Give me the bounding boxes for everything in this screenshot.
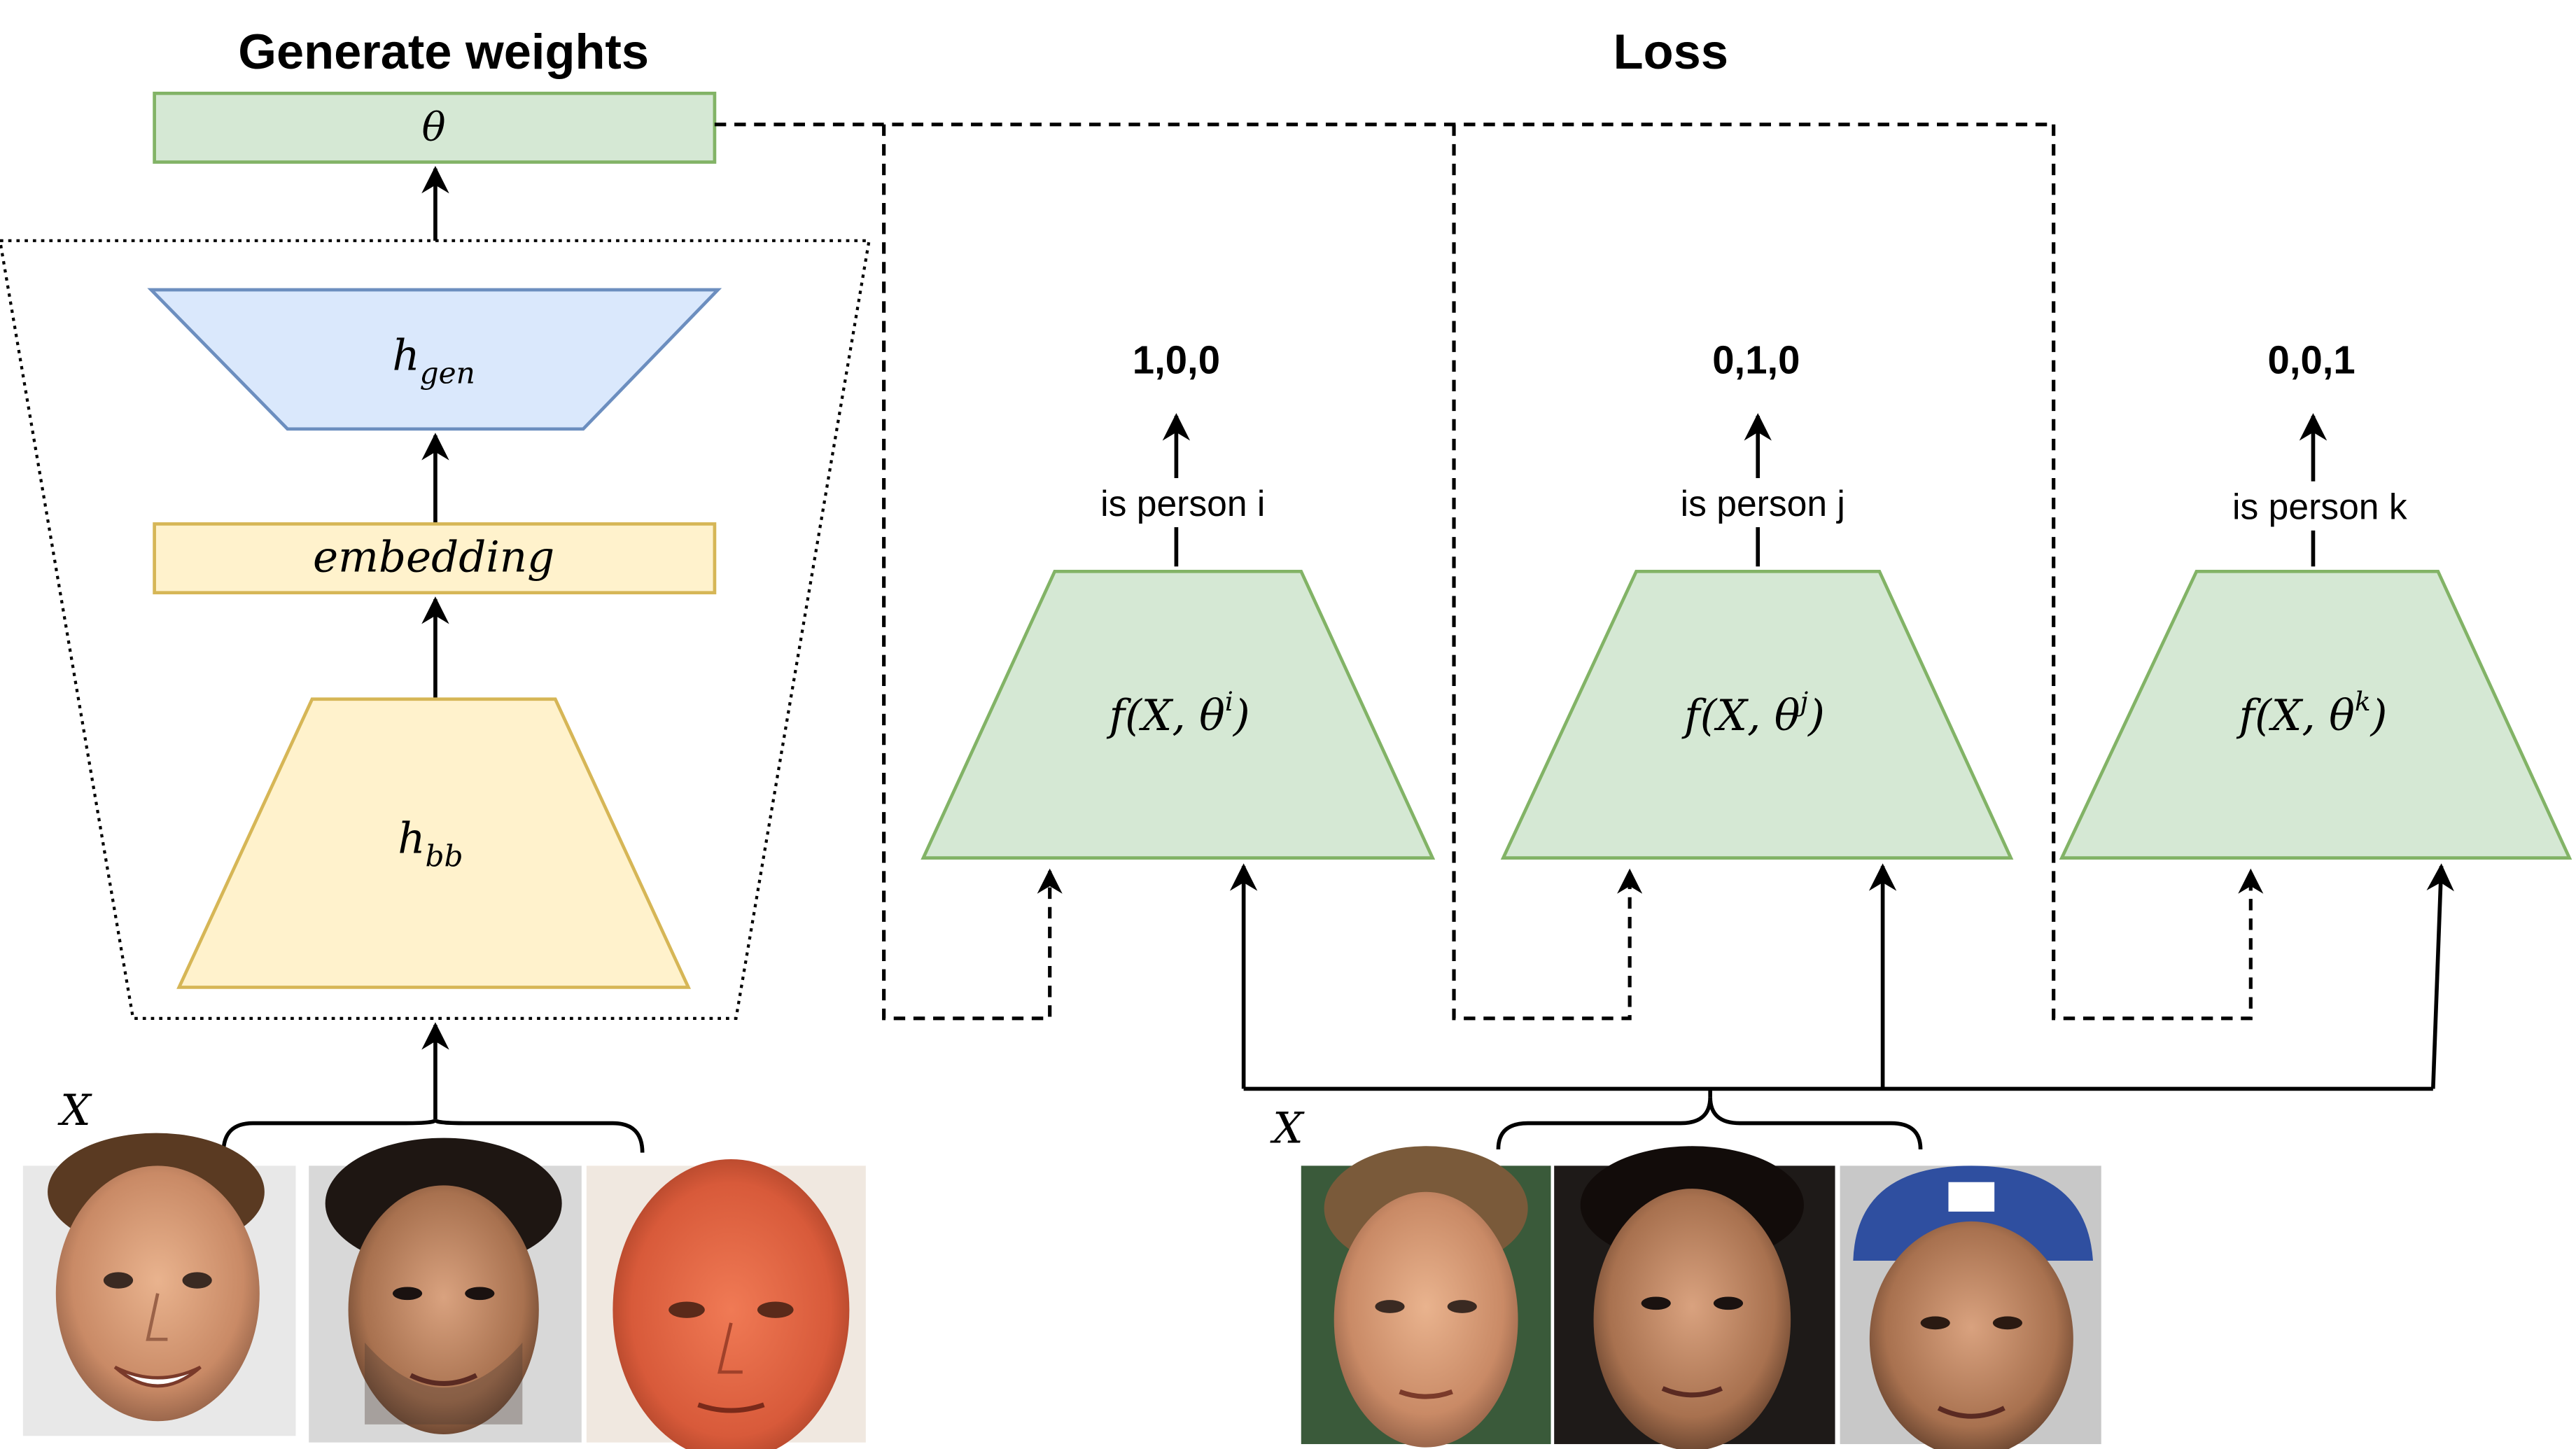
classifier-3-superscript: k (2355, 686, 2371, 717)
face-photo-5 (1554, 1146, 1835, 1449)
h-gen-subscript: gen (420, 356, 475, 390)
classifier-1-output: 1,0,0 (1133, 337, 1220, 382)
theta-distribution-lines (714, 122, 2264, 1021)
classifier-2-label: f(X, θ (1681, 691, 1800, 741)
face-photo-2 (309, 1138, 582, 1443)
svg-text:f(X, θj): f(X, θj) (1681, 686, 1825, 741)
classifier-2-block (1500, 569, 2014, 860)
loss-input-routing: X (1229, 863, 2454, 1154)
h-gen-label: h (392, 331, 419, 381)
h-bb-label: h (398, 814, 425, 864)
theta-label: θ (422, 105, 446, 150)
embedding-label: embedding (313, 532, 554, 582)
classifier-1-edge-label: is person i (1100, 483, 1265, 524)
theta-box (153, 91, 717, 164)
classifier-3-close: ) (2370, 691, 2388, 741)
face-photo-4 (1301, 1146, 1551, 1448)
classifier-2-output: 0,1,0 (1712, 337, 1800, 382)
h-bb-subscript: bb (426, 839, 463, 873)
classifier-1-superscript: i (1225, 686, 1233, 717)
svg-text:hbb: hbb (398, 814, 463, 874)
face-photo-1 (22, 1133, 296, 1436)
left-faces-brace (221, 1119, 645, 1153)
classifier-3-edge-label: is person k (2232, 486, 2407, 527)
generator-network: θ hgen embedding hbb X (0, 91, 872, 1153)
classifier-1: f(X, θi) is person i 1,0,0 (920, 337, 1436, 860)
classifier-2-close: ) (1807, 691, 1825, 741)
classifier-1-block (920, 569, 1436, 860)
face-photo-3 (586, 1159, 866, 1449)
classifier-3: f(X, θk) is person k 0,0,1 (2059, 337, 2572, 860)
face-photo-6 (1840, 1166, 2101, 1449)
classifier-3-block (2059, 569, 2572, 860)
classifier-1-label: f(X, θ (1107, 691, 1225, 741)
right-input-label: X (1270, 1104, 1305, 1154)
left-input-label: X (57, 1086, 92, 1135)
h-gen-block (147, 288, 722, 431)
classifier-2: f(X, θj) is person j 0,1,0 (1500, 337, 2014, 860)
generator-container (0, 239, 872, 1020)
right-faces-brace (1496, 1097, 1923, 1150)
embedding-box (153, 522, 717, 595)
classifier-3-label: f(X, θ (2236, 691, 2355, 741)
svg-text:f(X, θi): f(X, θi) (1107, 686, 1250, 741)
header-loss: Loss (1614, 24, 1728, 79)
classifier-1-close: ) (1232, 691, 1250, 741)
classifier-3-output: 0,0,1 (2268, 337, 2356, 382)
classifier-2-edge-label: is person j (1681, 483, 1845, 524)
svg-text:hgen: hgen (392, 331, 475, 391)
svg-text:f(X, θk): f(X, θk) (2236, 686, 2388, 741)
h-bb-block (176, 697, 692, 989)
header-generate-weights: Generate weights (238, 24, 649, 79)
